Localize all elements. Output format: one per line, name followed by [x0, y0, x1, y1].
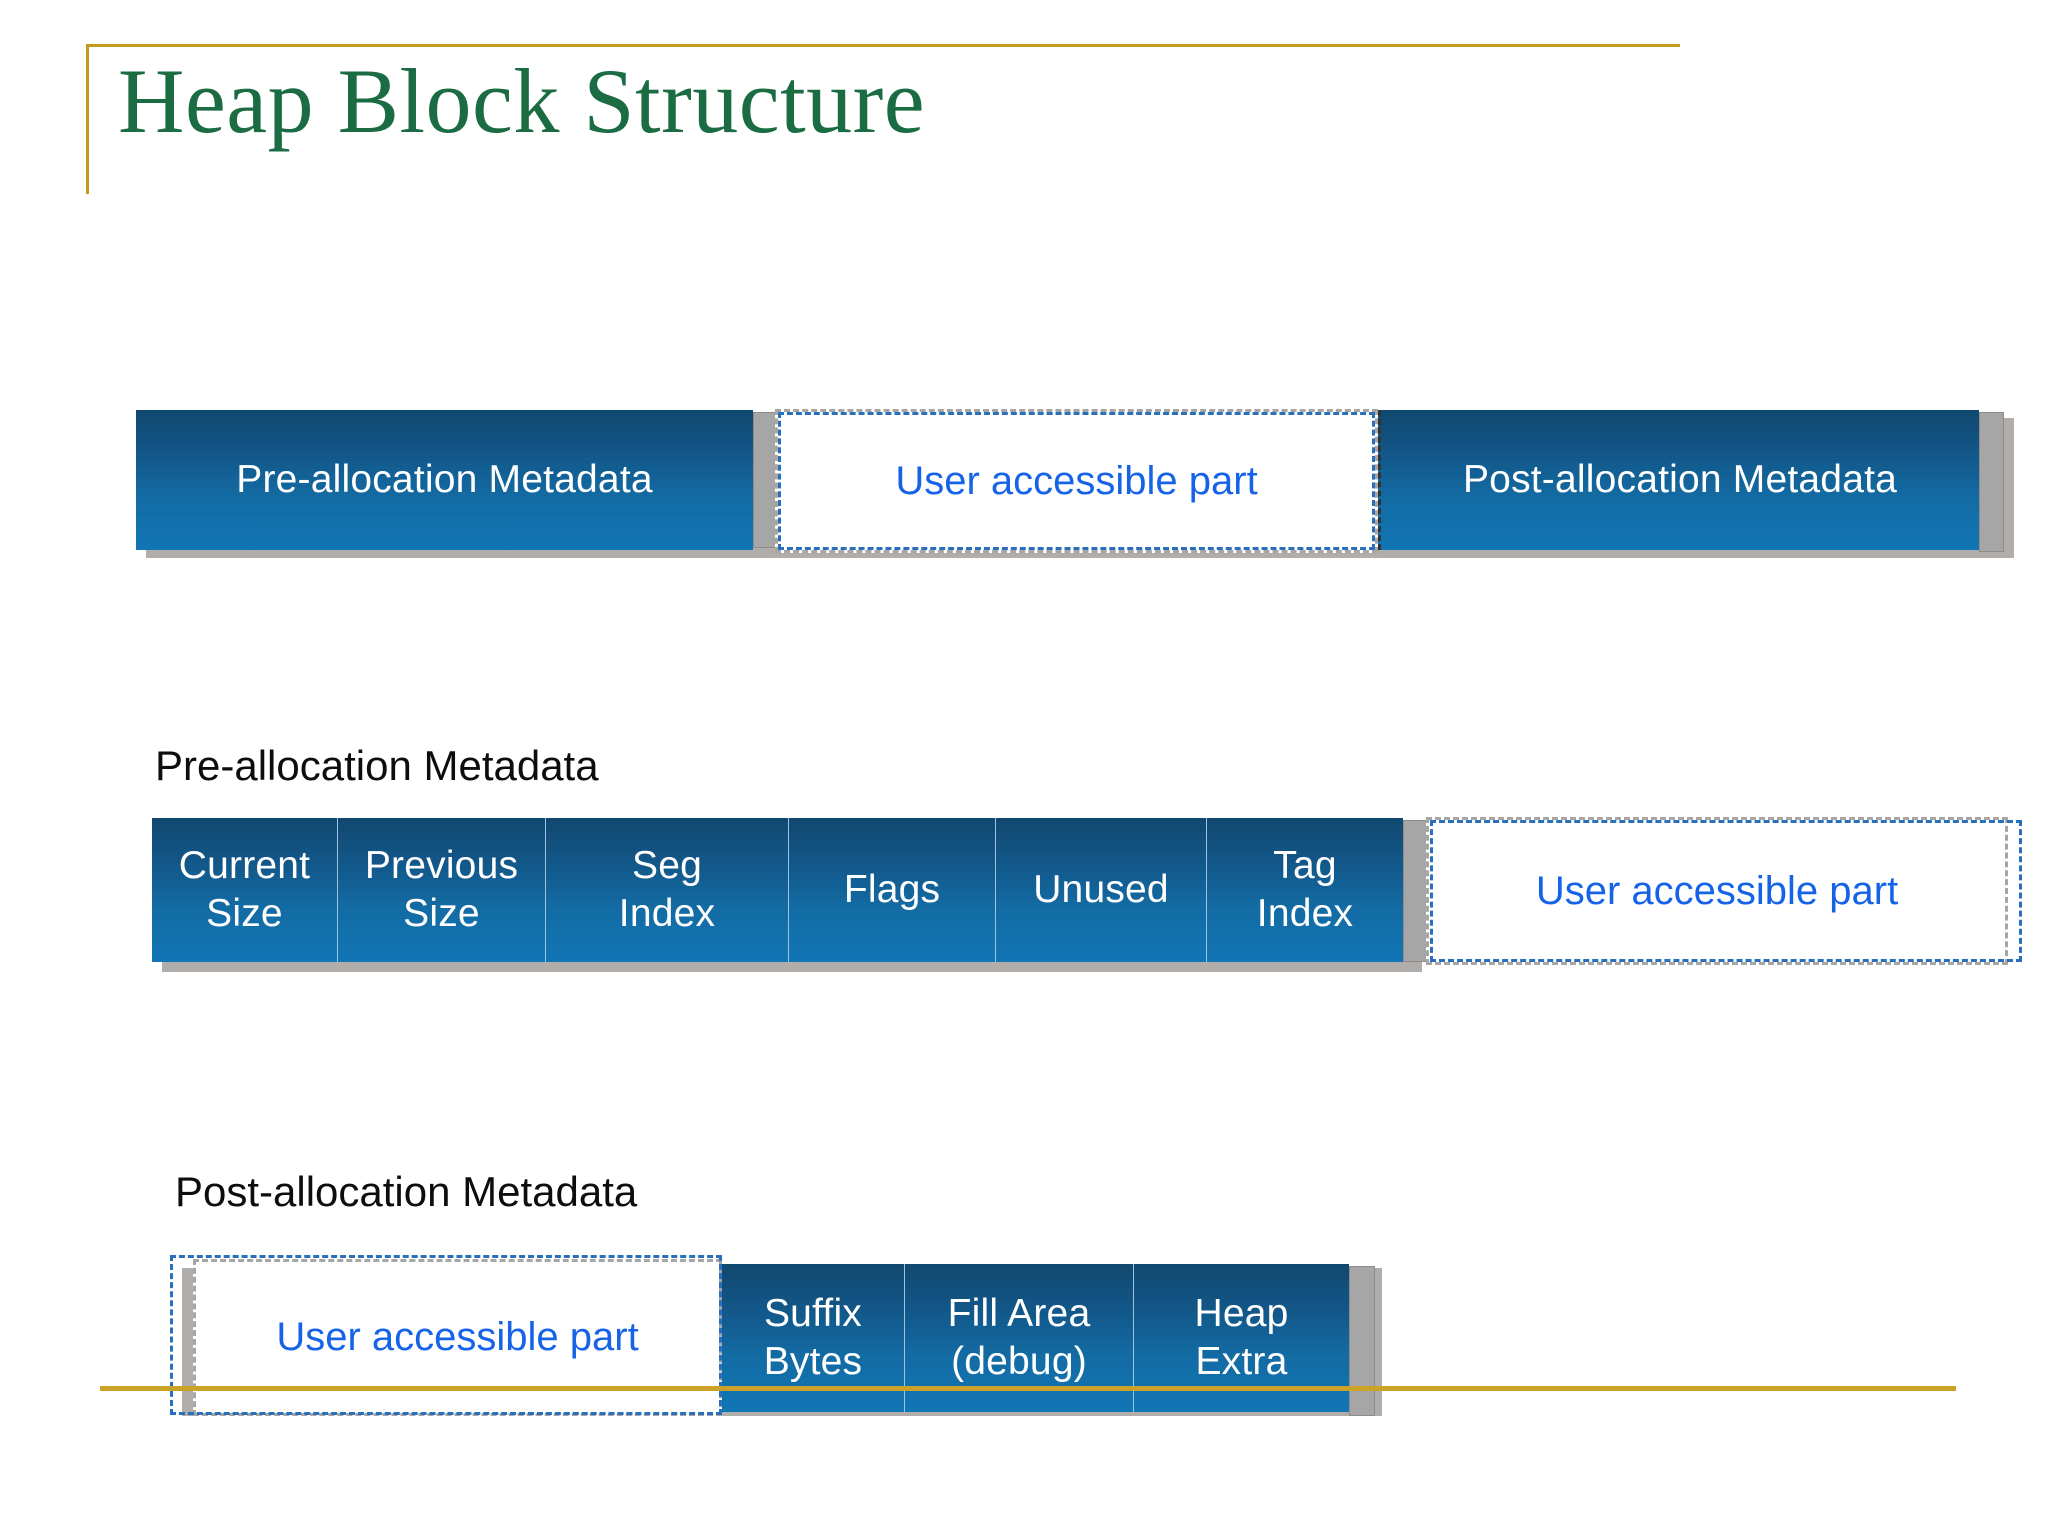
pre-field-flags-label: Flags: [843, 868, 941, 912]
overview-segment-post-allocation-metadata-label: Post-allocation Metadata: [1462, 458, 1898, 502]
post-field-fill-area-debug-label: Fill Area (debug): [948, 1290, 1091, 1385]
post-field-suffix-bytes-line2: Bytes: [763, 1340, 863, 1383]
pre-field-current-size-label: Current Size: [179, 842, 310, 937]
post-field-fill-area-debug-line1: Fill Area: [947, 1292, 1091, 1336]
pre-field-flags: Flags: [788, 818, 995, 962]
pre-field-seg-index-label: Seg Index: [619, 842, 715, 937]
post-field-heap-extra-line2: Extra: [1195, 1340, 1288, 1383]
post-field-fill-area-debug-line2: (debug): [951, 1340, 1087, 1383]
overview-segment-pre-allocation-metadata: Pre-allocation Metadata: [136, 410, 753, 550]
pre-user-accessible-part: User accessible part: [1426, 817, 2008, 965]
overview-segment-user-accessible-part: User accessible part: [775, 409, 1378, 553]
section-label-pre-allocation-metadata: Pre-allocation Metadata: [155, 742, 599, 789]
page-title: Heap Block Structure: [118, 50, 926, 152]
pre-field-previous-size: Previous Size: [337, 818, 545, 962]
pre-separator: [1403, 820, 1428, 962]
pre-field-tag-index-line1: Tag: [1273, 844, 1337, 888]
title-top-rule: [86, 44, 1680, 47]
pre-field-tag-index: Tag Index: [1206, 818, 1403, 962]
overview-segment-post-allocation-metadata: Post-allocation Metadata: [1378, 410, 1979, 550]
overview-segment-user-accessible-part-label: User accessible part: [895, 458, 1258, 503]
pre-field-seg-index-line2: Index: [618, 892, 716, 935]
pre-field-tag-index-line2: Index: [1256, 892, 1354, 935]
post-field-suffix-bytes-label: Suffix Bytes: [764, 1290, 863, 1385]
pre-user-accessible-part-label: User accessible part: [1535, 868, 1899, 913]
pre-field-current-size: Current Size: [152, 818, 337, 962]
post-field-heap-extra-line1: Heap: [1194, 1292, 1289, 1336]
post-separator: [1349, 1266, 1375, 1416]
pre-field-unused: Unused: [995, 818, 1206, 962]
post-field-suffix-bytes-line1: Suffix: [763, 1292, 863, 1336]
pre-field-unused-label: Unused: [1033, 868, 1169, 912]
post-user-accessible-part-label: User accessible part: [276, 1315, 639, 1359]
pre-field-seg-index-line1: Seg: [632, 844, 702, 888]
section-label-post-allocation-metadata: Post-allocation Metadata: [175, 1168, 638, 1215]
bottom-rule: [100, 1386, 1956, 1391]
overview-separator-left: [753, 412, 777, 548]
overview-separator-right: [1979, 412, 2004, 552]
post-field-heap-extra-label: Heap Extra: [1194, 1290, 1288, 1385]
pre-field-previous-size-line2: Size: [403, 892, 480, 935]
title-left-rule: [86, 44, 89, 194]
post-user-accessible-part: User accessible part: [193, 1259, 722, 1416]
overview-segment-pre-allocation-metadata-label: Pre-allocation Metadata: [236, 458, 653, 502]
pre-field-current-size-line1: Current: [178, 844, 311, 888]
pre-field-previous-size-line1: Previous: [364, 844, 519, 888]
pre-field-tag-index-label: Tag Index: [1257, 842, 1353, 937]
pre-field-seg-index: Seg Index: [545, 818, 788, 962]
pre-field-previous-size-label: Previous Size: [365, 842, 518, 937]
pre-field-current-size-line2: Size: [206, 892, 283, 935]
